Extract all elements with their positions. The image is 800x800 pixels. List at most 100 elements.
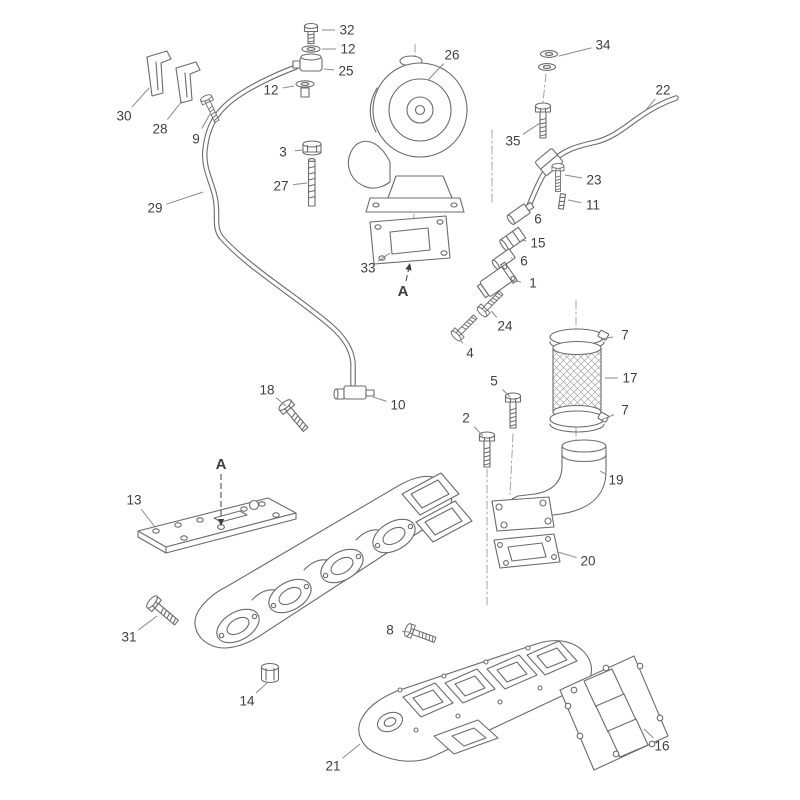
callout-label: 1 — [529, 276, 537, 291]
callout-label: 5 — [490, 374, 498, 389]
callout-label: 8 — [386, 623, 394, 638]
callout-label: 18 — [259, 383, 274, 398]
callout-label: 24 — [497, 319, 513, 334]
callout-label: 15 — [530, 236, 545, 251]
callout-label: 9 — [192, 132, 200, 147]
callout-label: 16 — [654, 739, 669, 754]
reference-arrow-line — [405, 269, 409, 282]
leader-line — [427, 63, 445, 81]
leader-line — [275, 397, 287, 407]
callout-label: 7 — [621, 328, 629, 343]
exhaust-manifold-21 — [358, 640, 592, 762]
callout-label: 12 — [263, 83, 278, 98]
hose-clamp-lower-7 — [549, 410, 610, 433]
leader-line — [294, 149, 304, 152]
callout-label: 26 — [444, 48, 459, 63]
bracket-clamp-30 — [146, 50, 172, 97]
washers-34 — [537, 50, 559, 71]
cover-plate-13 — [137, 497, 297, 554]
callout-label: 4 — [466, 346, 474, 361]
leader-line — [490, 310, 498, 318]
callout-label: 7 — [621, 403, 629, 418]
leader-line — [502, 389, 511, 398]
callout-label: 28 — [152, 122, 167, 137]
leader-line — [600, 336, 614, 340]
stud-27 — [307, 158, 316, 207]
leader-line — [167, 100, 183, 120]
turbocharger-26 — [347, 55, 468, 213]
bolt-4 — [449, 311, 481, 343]
leader-line — [473, 426, 484, 437]
callout-label: 31 — [121, 630, 136, 645]
callout-label: 10 — [390, 398, 405, 413]
leader-line — [341, 743, 361, 759]
bolt-2 — [478, 431, 496, 468]
leader-line — [460, 340, 464, 344]
leader-line — [520, 239, 527, 242]
callout-label: 14 — [239, 694, 255, 709]
hose-clamp-upper-7 — [549, 328, 610, 351]
bolt-5 — [504, 392, 522, 429]
bracket-clamp-28 — [175, 61, 201, 104]
leader-line — [377, 252, 391, 262]
leader-line — [201, 113, 211, 129]
fitting-10 — [333, 385, 375, 400]
leader-line — [564, 174, 583, 179]
fitting-15 — [499, 226, 527, 252]
callout-label: 27 — [273, 179, 288, 194]
reference-arrowhead — [217, 519, 225, 526]
stud-11 — [557, 193, 567, 210]
washer-12-lower — [295, 80, 315, 98]
leader-line — [401, 630, 410, 633]
callout-label: 32 — [339, 23, 354, 38]
callout-label: 2 — [462, 411, 470, 426]
reference-letter: A — [216, 456, 227, 473]
intake-manifold-body — [194, 472, 473, 649]
hose-17 — [552, 340, 602, 420]
fitting-6-lower — [491, 248, 516, 270]
callout-label: 22 — [655, 83, 670, 98]
elbow-19 — [491, 439, 607, 532]
callout-label: 6 — [520, 254, 528, 269]
leader-line — [292, 182, 308, 186]
callout-label: 19 — [608, 473, 623, 488]
leader-line — [511, 280, 522, 283]
leader-line — [323, 68, 335, 71]
callout-label: 23 — [586, 173, 601, 188]
nut-3 — [302, 140, 322, 156]
plug-14 — [260, 662, 280, 684]
callout-label: 29 — [147, 201, 162, 216]
callout-label: 34 — [595, 38, 611, 53]
bolt-32 — [303, 22, 319, 45]
bolt-31 — [144, 593, 182, 629]
leader-line — [138, 615, 158, 631]
gasket-20 — [493, 533, 561, 569]
bolt-9 — [199, 92, 223, 125]
washer-12-upper — [301, 45, 321, 53]
gasket-16 — [559, 655, 669, 771]
bolt-8 — [402, 622, 438, 647]
callout-label: 3 — [279, 145, 287, 160]
leader-line — [557, 551, 577, 559]
oil-line-29 — [201, 64, 356, 387]
connector-25 — [292, 53, 323, 72]
callout-label: 35 — [505, 134, 520, 149]
leader-line — [282, 85, 295, 89]
callout-label: 12 — [340, 42, 355, 57]
callout-label: 25 — [338, 64, 353, 79]
callout-label: 30 — [116, 109, 131, 124]
leader-line — [255, 682, 268, 694]
leader-line — [643, 728, 654, 739]
leader-line — [522, 122, 541, 135]
leader-line — [567, 199, 582, 204]
callout-label: 13 — [126, 493, 141, 508]
valve-assembly-1 — [476, 261, 518, 299]
leader-line — [166, 191, 204, 205]
callout-label: 17 — [622, 371, 637, 386]
callout-label: 11 — [586, 198, 600, 213]
reference-arrowhead — [405, 263, 412, 271]
callout-label: 33 — [360, 261, 375, 276]
